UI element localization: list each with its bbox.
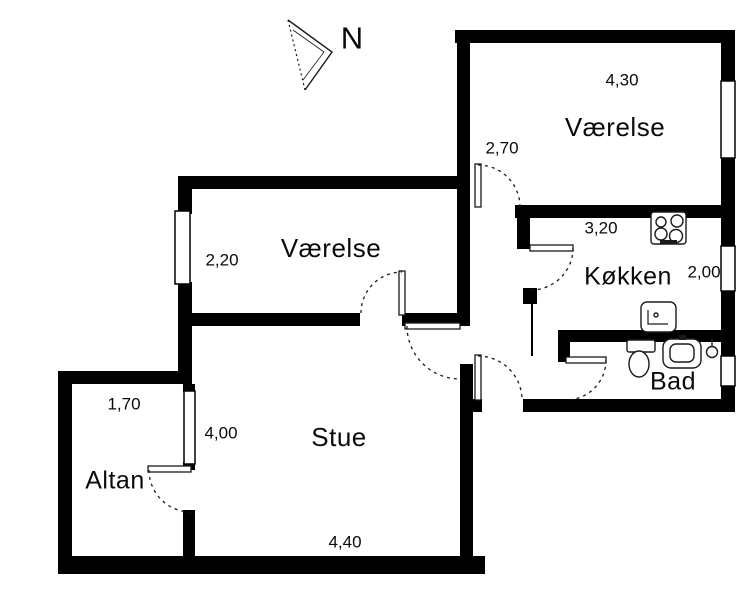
window-balcony <box>183 390 196 465</box>
window-kitchen <box>720 245 736 292</box>
walls <box>58 30 735 574</box>
door-bath <box>565 356 607 401</box>
door-living <box>404 322 461 380</box>
door-balcony <box>147 465 192 513</box>
door-entrance <box>474 354 523 401</box>
compass-label: N <box>340 20 364 56</box>
dim-bedroom-ne-width: 4,30 <box>605 70 639 90</box>
windows <box>174 80 736 465</box>
kitchen-sink-icon <box>640 301 677 333</box>
dim-kitchen-width: 3,20 <box>584 218 618 238</box>
doors <box>147 163 607 513</box>
dim-bedroom-ne-depth: 2,70 <box>485 138 519 158</box>
dim-balcony-width: 1,70 <box>107 394 141 414</box>
north-arrow-icon <box>287 19 333 91</box>
window-bedroom-west <box>174 210 191 285</box>
window-bath <box>720 355 736 387</box>
room-label-balcony: Altan <box>85 466 145 495</box>
room-label-bedroom-west: Værelse <box>280 233 382 263</box>
dim-kitchen-depth: 2,00 <box>687 262 721 282</box>
window-bedroom-ne <box>720 80 736 159</box>
room-label-kitchen: Køkken <box>584 262 672 291</box>
stove-icon <box>650 211 687 245</box>
room-label-living: Stue <box>311 422 367 452</box>
floor-drain-icon <box>705 338 719 359</box>
dim-living-width: 4,40 <box>328 532 362 552</box>
dim-living-depth: 4,00 <box>204 423 238 443</box>
door-kitchen <box>529 244 574 291</box>
toilet-icon <box>626 339 656 378</box>
door-bedroom-ne <box>474 163 521 208</box>
door-bedroom-west <box>360 270 406 316</box>
dim-bedroom-west-width: 2,20 <box>205 250 239 270</box>
room-label-bedroom-ne: Værelse <box>564 112 666 142</box>
room-label-bath: Bad <box>650 367 696 396</box>
washbasin-icon <box>662 335 702 369</box>
